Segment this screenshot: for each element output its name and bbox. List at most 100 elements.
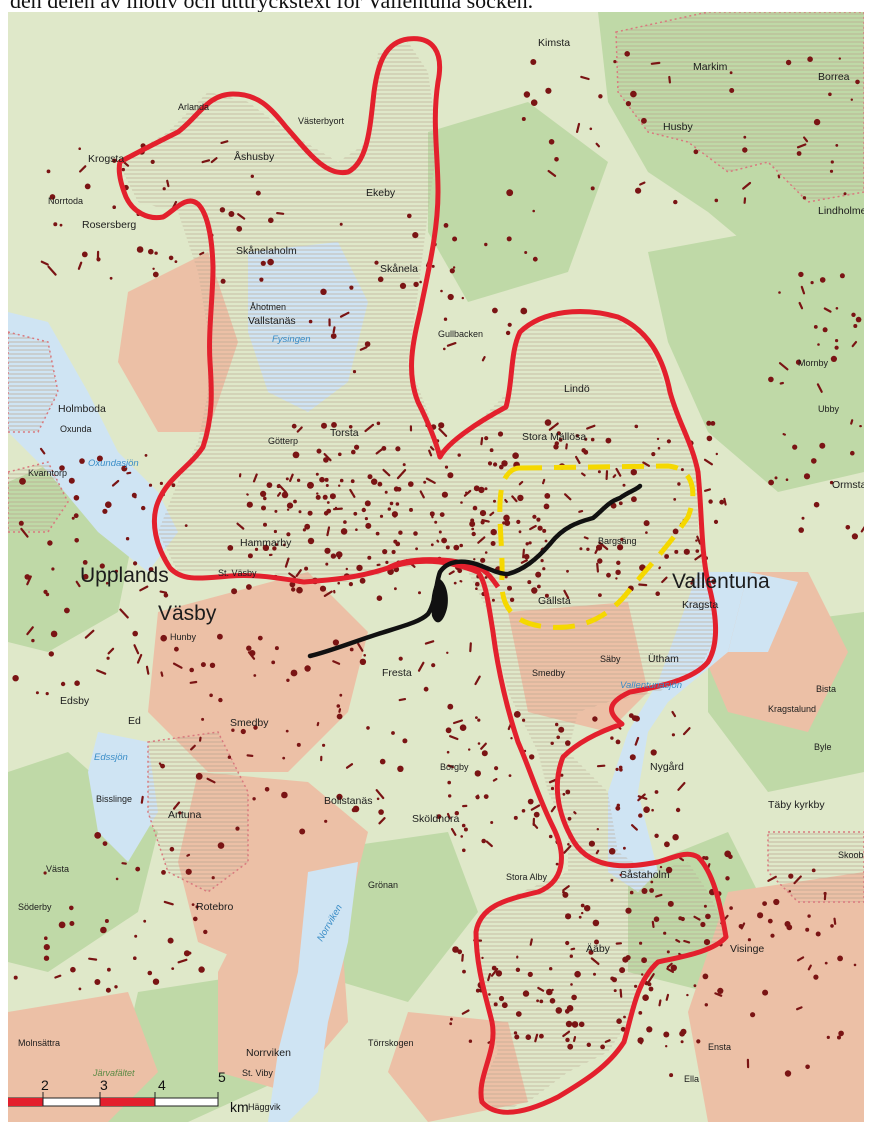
ancient-remain-dot [506, 236, 512, 242]
ancient-remain-line [428, 449, 433, 457]
ancient-remain-dot [805, 1064, 810, 1070]
ancient-remain-dot [624, 51, 630, 57]
ancient-remain-dot [296, 478, 301, 482]
ancient-remain-dot [121, 465, 128, 472]
map[interactable]: 2 3 4 5 km Järvafältet Kimsta Markim Bor… [8, 12, 864, 1122]
ancient-remain-dot [523, 91, 531, 98]
ancient-remain-dot [220, 278, 226, 284]
ancient-remain-dot [378, 809, 384, 815]
ancient-remain-dot [43, 871, 47, 875]
ancient-remain-dot [445, 727, 452, 734]
ancient-remain-line [671, 710, 677, 718]
ancient-remain-line [800, 285, 806, 295]
ancient-remain-dot [501, 460, 508, 467]
ancient-remain-dot [415, 547, 418, 551]
ancient-remain-dot [161, 870, 166, 875]
ancient-remain-dot [148, 483, 153, 487]
ancient-remain-dot [490, 821, 494, 824]
ancient-remain-dot [567, 843, 570, 846]
ancient-remain-dot [641, 117, 647, 124]
label-ella: Ella [684, 1074, 699, 1084]
ancient-remain-dot [824, 961, 828, 965]
ancient-remain-dot [185, 868, 192, 875]
ancient-remain-dot [565, 1037, 570, 1043]
label-kvarntorp: Kvarntorp [28, 468, 67, 478]
ancient-remain-dot [468, 748, 471, 751]
ancient-remain-dot [473, 485, 480, 492]
route-area-outline[interactable] [497, 463, 696, 630]
ancient-remain-dot [757, 912, 764, 919]
ancient-remain-line [565, 443, 568, 450]
ancient-remain-dot [325, 484, 329, 487]
ancient-remain-dot [569, 954, 573, 958]
ancient-remain-dot [135, 866, 141, 872]
ancient-remain-line [446, 342, 457, 347]
ancient-remain-line [357, 642, 364, 652]
ancient-remain-dot [643, 806, 650, 813]
ancient-remain-dot [630, 469, 637, 476]
label-norrviken-place: Norrviken [246, 1047, 291, 1059]
ancient-remain-dot [680, 1040, 684, 1044]
ancient-remain-dot [48, 651, 54, 657]
ancient-remain-dot [473, 558, 476, 561]
ancient-remain-line [529, 938, 533, 946]
ancient-remain-line [88, 957, 98, 961]
label-mornby: Mornby [798, 358, 829, 368]
ancient-remain-dot [121, 167, 126, 172]
black-route[interactable] [307, 483, 643, 659]
ancient-remain-dot [713, 519, 719, 524]
ancient-remain-dot [641, 957, 647, 964]
ancient-remain-dot [829, 480, 834, 485]
label-oxundasjon: Oxundasjön [88, 458, 139, 469]
ancient-remain-dot [666, 950, 670, 954]
ancient-remain-dot [522, 718, 526, 722]
ancient-remain-line [382, 468, 391, 477]
ancient-remain-dot [767, 918, 773, 924]
scale-area-label: Järvafältet [92, 1068, 135, 1078]
ancient-remain-dot [465, 491, 468, 494]
ancient-remain-dot [616, 1018, 622, 1024]
ancient-remain-dot [801, 516, 805, 520]
ancient-remain-dot [148, 567, 154, 572]
label-torrskogen: Törrskogen [368, 1038, 414, 1048]
ancient-remain-line [562, 1030, 571, 1038]
ancient-remain-dot [53, 222, 58, 227]
ancient-remain-line [639, 1041, 643, 1045]
ancient-remain-dot [290, 669, 298, 677]
ancient-remain-line [658, 566, 661, 570]
ancient-remain-dot [578, 915, 582, 919]
ancient-remain-dot [304, 523, 311, 530]
ancient-remain-dot [643, 520, 650, 527]
ancient-remain-dot [853, 963, 857, 967]
ancient-remain-dot [683, 548, 690, 555]
ancient-remain-dot [487, 461, 493, 466]
ancient-remain-dot [292, 451, 300, 459]
ancient-remain-line [637, 793, 646, 802]
ancient-remain-dot [481, 956, 484, 960]
ancient-remain-line [107, 647, 115, 655]
label-bollstanas: Bollstanäs [324, 795, 372, 807]
ancient-remain-line [480, 742, 487, 750]
ancient-remain-dot [703, 904, 707, 908]
ancient-remain-dot [345, 567, 348, 571]
ancient-remain-dot [307, 537, 315, 545]
ancient-remain-line [661, 576, 668, 584]
ancient-remain-line [679, 857, 685, 862]
ancient-remain-dot [322, 494, 328, 500]
ancient-remain-dot [339, 478, 344, 483]
ancient-remain-line [542, 478, 546, 485]
ancient-remain-dot [600, 1044, 605, 1050]
ancient-remain-dot [472, 505, 478, 511]
ancient-remain-line [189, 680, 198, 684]
ancient-remain-dot [646, 1026, 653, 1033]
study-area-boundary[interactable] [116, 36, 729, 1115]
ancient-remain-dot [452, 236, 458, 242]
ancient-remain-dot [586, 547, 590, 551]
ancient-remain-dot [513, 1031, 518, 1035]
ancient-remain-dot [490, 528, 497, 536]
caption: den delen av motiv och utttryckstext för… [10, 0, 534, 13]
ancient-remain-line [703, 458, 713, 466]
ancient-remain-dot [588, 949, 594, 955]
ancient-remain-dot [742, 147, 748, 153]
ancient-remain-dot [418, 591, 421, 595]
